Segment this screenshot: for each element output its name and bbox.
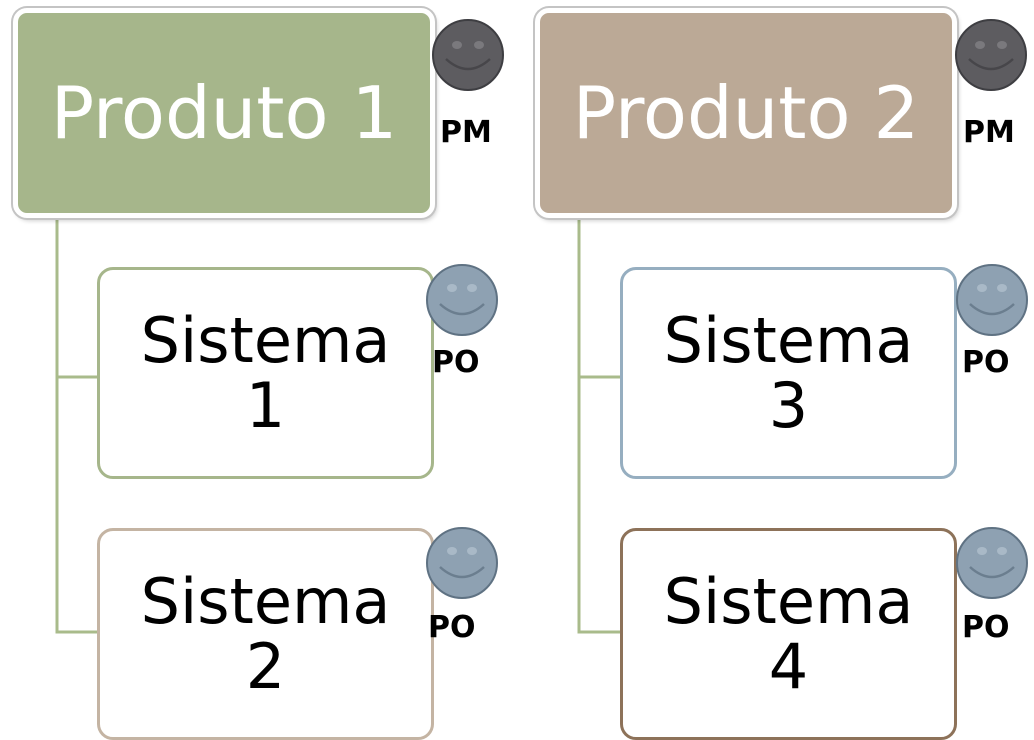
system-1-label-line2: 1 bbox=[245, 369, 286, 442]
po-role-label-2: PO bbox=[428, 610, 476, 645]
system-2-label-line1: Sistema bbox=[140, 564, 391, 638]
system-1-label-line1: Sistema bbox=[140, 303, 391, 377]
product-2-box: Produto 2 bbox=[535, 8, 957, 218]
po-smiley-icon bbox=[426, 264, 498, 336]
product-1-box: Produto 1 bbox=[13, 8, 435, 218]
system-3-label-line2: 3 bbox=[768, 369, 809, 442]
product-2-label: Produto 2 bbox=[572, 71, 920, 155]
system-2-label-line2: 2 bbox=[245, 630, 286, 703]
po-role-label-3: PO bbox=[962, 345, 1010, 380]
system-1-box: Sistema 1 bbox=[97, 267, 434, 479]
system-3-box: Sistema 3 bbox=[620, 267, 957, 479]
pm-smiley-icon bbox=[432, 19, 504, 91]
system-3-label-line1: Sistema bbox=[663, 303, 914, 377]
system-4-label-line1: Sistema bbox=[663, 564, 914, 638]
system-4-label-line2: 4 bbox=[768, 630, 809, 703]
system-4-box: Sistema 4 bbox=[620, 528, 957, 740]
po-role-label-4: PO bbox=[962, 610, 1010, 645]
product-1-label: Produto 1 bbox=[50, 71, 398, 155]
pm-role-label-2: PM bbox=[963, 115, 1015, 150]
pm-smiley-icon bbox=[955, 19, 1027, 91]
system-2-box: Sistema 2 bbox=[97, 528, 434, 740]
po-smiley-icon bbox=[426, 527, 498, 599]
pm-role-label-1: PM bbox=[440, 115, 492, 150]
po-role-label-1: PO bbox=[432, 345, 480, 380]
po-smiley-icon bbox=[956, 264, 1028, 336]
po-smiley-icon bbox=[956, 527, 1028, 599]
